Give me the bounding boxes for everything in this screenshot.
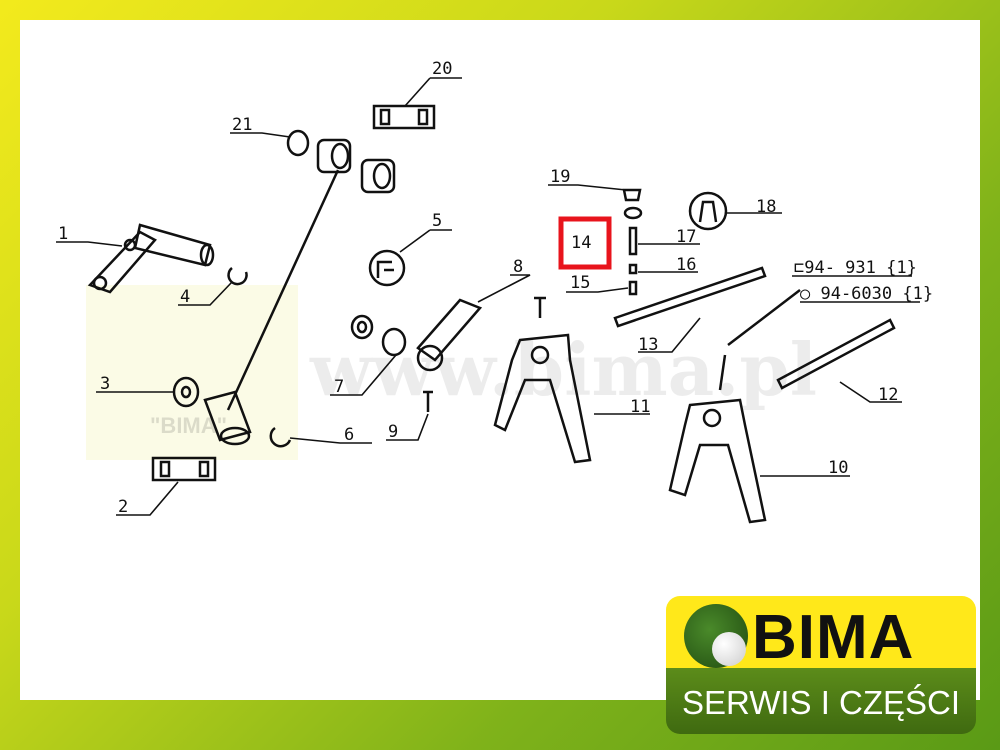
label-19[interactable]: 19 [550,167,570,187]
label-15[interactable]: 15 [570,273,590,293]
label-13[interactable]: 13 [638,335,658,355]
label-5[interactable]: 5 [432,211,442,231]
leader-lines [56,77,920,516]
label-18[interactable]: 18 [756,197,776,217]
label-3[interactable]: 3 [100,374,110,394]
note-line-1: ⊏94- 931 {1} [794,258,917,278]
logo-tagline: SERWIS I CZĘŚCI [681,684,961,721]
label-21[interactable]: 21 [232,115,252,135]
label-6[interactable]: 6 [344,425,354,445]
logo-brand: BIMA [752,603,915,672]
label-16[interactable]: 16 [676,255,696,275]
note-line-2: ○ 94-6030 {1} [800,284,933,304]
label-7[interactable]: 7 [334,377,344,397]
label-14[interactable]: 14 [571,233,591,253]
label-20[interactable]: 20 [432,59,452,79]
label-12[interactable]: 12 [878,385,898,405]
label-4[interactable]: 4 [180,287,190,307]
label-9[interactable]: 9 [388,422,398,442]
label-2[interactable]: 2 [118,497,128,517]
label-11[interactable]: 11 [630,397,650,417]
label-8[interactable]: 8 [513,257,523,277]
highlight-box [558,216,612,270]
label-10[interactable]: 10 [828,458,848,478]
watermark-box [86,285,298,460]
logo-ball-highlight-icon [712,632,746,666]
label-1[interactable]: 1 [58,224,68,244]
parts-drawing [87,104,896,524]
part-labels: 20 21 1 4 3 2 6 5 8 7 9 19 14 15 16 17 1… [58,59,933,517]
label-17[interactable]: 17 [676,227,696,247]
bima-logo: BIMA SERWIS I CZĘŚCI [666,596,976,736]
